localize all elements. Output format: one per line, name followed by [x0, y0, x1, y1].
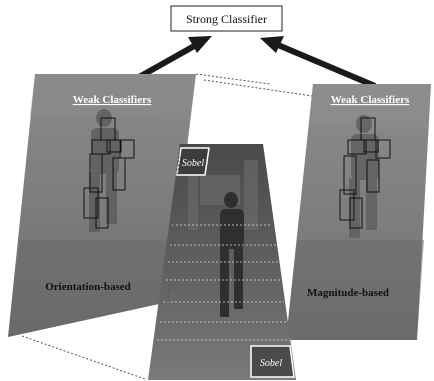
weak-classifier-boxes-right — [339, 117, 391, 229]
right-panel-title: Weak Classifiers — [331, 94, 410, 106]
strong-classifier-node: Strong Classifier — [170, 5, 283, 32]
weak-classifier-boxes-left — [83, 117, 135, 229]
dotted-connectors-front — [167, 143, 181, 303]
left-feature-panel: Weak Classifiers Orientation-based — [8, 74, 196, 337]
center-pedestrian — [220, 192, 244, 317]
sobel-tag-top: Sobel — [176, 147, 210, 176]
left-panel-title: Weak Classifiers — [73, 94, 152, 106]
strong-classifier-label: Strong Classifier — [186, 12, 267, 26]
right-panel-caption: Magnitude-based — [307, 287, 389, 299]
center-scan-lines — [157, 224, 290, 341]
left-panel-caption: Orientation-based — [45, 281, 131, 293]
arrow-right-to-strong — [260, 36, 377, 89]
right-feature-panel: Weak Classifiers Magnitude-based — [286, 84, 431, 340]
sobel-tag-bottom-label: Sobel — [260, 358, 282, 369]
sobel-tag-top-label: Sobel — [182, 158, 204, 169]
center-sobel-panel: Sobel Sobel — [148, 144, 296, 380]
sobel-tag-bottom: Sobel — [250, 345, 295, 378]
